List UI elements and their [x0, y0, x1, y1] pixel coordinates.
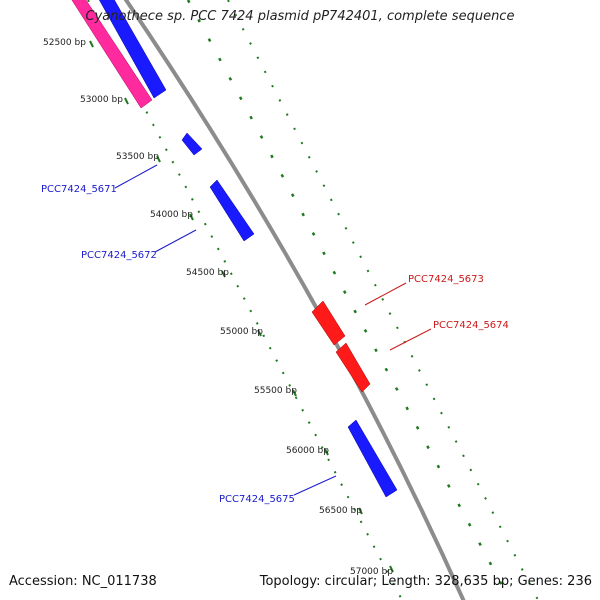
backbone-arc	[123, 0, 466, 600]
ruler-tick	[389, 565, 394, 573]
gene-label-PCC7424_5675: PCC7424_5675	[219, 494, 295, 505]
ruler-tick	[257, 329, 262, 337]
gene-PCC7424_5674	[335, 342, 371, 393]
ruler-tick	[189, 213, 194, 221]
ruler-tick	[156, 155, 161, 163]
gene-PCC7424_5675	[347, 419, 398, 498]
ruler-label: 54500 bp	[186, 268, 229, 278]
gene-label-PCC7424_5674: PCC7424_5674	[433, 320, 509, 331]
gene-leader-line	[293, 475, 337, 496]
gene-label-PCC7424_5672: PCC7424_5672	[81, 250, 157, 261]
ruler-label: 57000 bp	[350, 567, 393, 577]
ruler-label: 54000 bp	[150, 210, 193, 220]
gene-PCC7424_5671	[181, 132, 203, 156]
ruler-label: 55500 bp	[254, 386, 297, 396]
ruler-tick	[292, 389, 297, 397]
ruler-label: 52500 bp	[43, 38, 86, 48]
bp-ruler: 52500 bp 53000 bp 53500 bp 54000 bp 54500 bp…	[43, 38, 394, 577]
gene-leader-line	[364, 282, 407, 306]
ruler-tick	[221, 270, 226, 278]
blue-feature-top	[99, 0, 167, 99]
gene-leader-line	[114, 164, 158, 189]
summary-text: Topology: circular; Length: 328,635 bp; …	[259, 574, 592, 589]
accession-text: Accession: NC_011738	[9, 574, 157, 589]
gene-PCC7424_5673	[311, 300, 346, 346]
pink-feature	[71, 0, 153, 109]
map-title: Cyanothece sp. PCC 7424 plasmid pP742401…	[85, 9, 515, 24]
ruler-tick	[324, 448, 329, 456]
plasmid-backbone	[123, 0, 466, 600]
gene-label-PCC7424_5673: PCC7424_5673	[408, 274, 484, 285]
ruler-label: 53000 bp	[80, 95, 123, 105]
gene-features	[71, 0, 398, 498]
gene-labels: PCC7424_5671PCC7424_5672PCC7424_5673PCC7…	[41, 164, 509, 505]
gene-leader-line	[389, 328, 432, 351]
ruler-tick	[124, 97, 129, 105]
ruler-label: 56000 bp	[286, 446, 329, 456]
ruler-tick	[89, 40, 94, 48]
ruler-label: 56500 bp	[319, 506, 362, 516]
outer-track-dots	[227, 0, 539, 600]
gene-leader-line	[154, 229, 197, 253]
gene-label-PCC7424_5671: PCC7424_5671	[41, 184, 117, 195]
ruler-label: 53500 bp	[116, 152, 159, 162]
ruler-tick	[358, 507, 363, 515]
ruler-label: 55000 bp	[220, 327, 263, 337]
gene-PCC7424_5672	[209, 179, 255, 242]
